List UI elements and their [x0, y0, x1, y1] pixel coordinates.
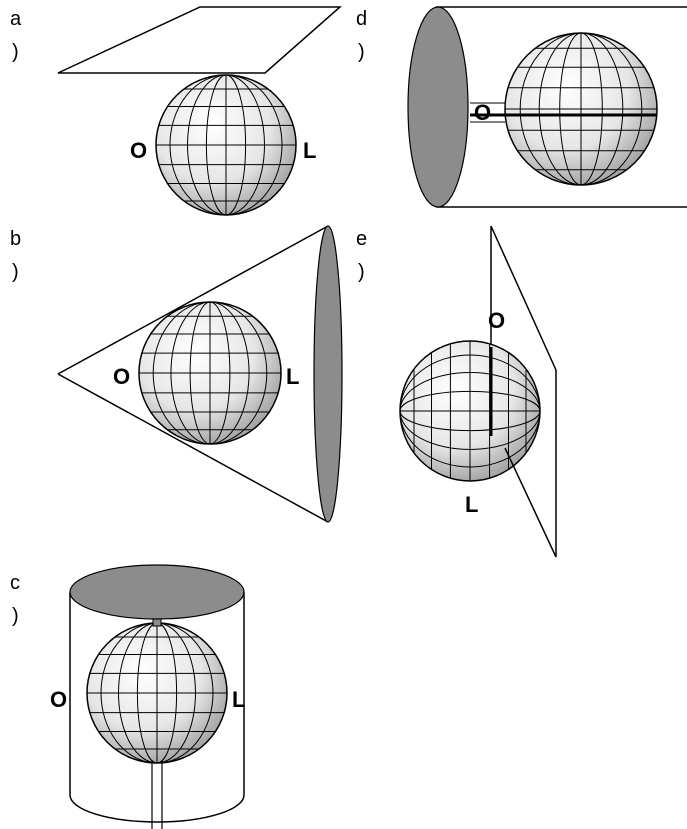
globe-d [504, 32, 658, 186]
globe-b [138, 301, 282, 445]
plane-edge-top [490, 225, 557, 371]
cone-edge-top [57, 225, 329, 375]
panel-e-letter: e [356, 228, 367, 250]
panel-d: d ) O [356, 6, 687, 208]
label-o-b: O [113, 364, 130, 389]
cone-base [313, 225, 343, 523]
panel-a: a ) O L [10, 6, 342, 216]
panel-c-paren: ) [12, 605, 19, 627]
panel-b: b ) O L [10, 225, 343, 523]
panel-b-letter: b [10, 228, 21, 250]
panel-c-letter: c [10, 572, 20, 594]
tangent-plane [57, 6, 342, 74]
panel-d-letter: d [356, 8, 367, 30]
panel-b-paren: ) [12, 261, 19, 283]
panel-a-letter: a [10, 8, 22, 30]
cone-edge-bottom [57, 373, 329, 523]
panel-c: c ) O L [10, 564, 245, 829]
label-o-d: O [474, 100, 491, 125]
cylinder-top-c [69, 564, 245, 620]
label-o-c: O [50, 687, 67, 712]
label-l-a: L [303, 138, 316, 163]
panel-a-paren: ) [12, 41, 19, 63]
panel-e-paren: ) [358, 261, 365, 283]
globe-a [155, 74, 297, 216]
label-l-c: L [232, 687, 245, 712]
cylinder-end-d [407, 6, 469, 208]
label-l-e: L [465, 492, 478, 517]
globe-e [399, 340, 541, 482]
globe-c [86, 622, 228, 764]
cylinder-body-c [69, 592, 245, 823]
label-o-a: O [130, 138, 147, 163]
panel-d-paren: ) [358, 41, 365, 63]
label-o-e: O [488, 308, 505, 333]
label-l-b: L [286, 364, 299, 389]
plane-edge-bottom [504, 447, 557, 558]
panel-e: e ) O L [356, 225, 557, 558]
